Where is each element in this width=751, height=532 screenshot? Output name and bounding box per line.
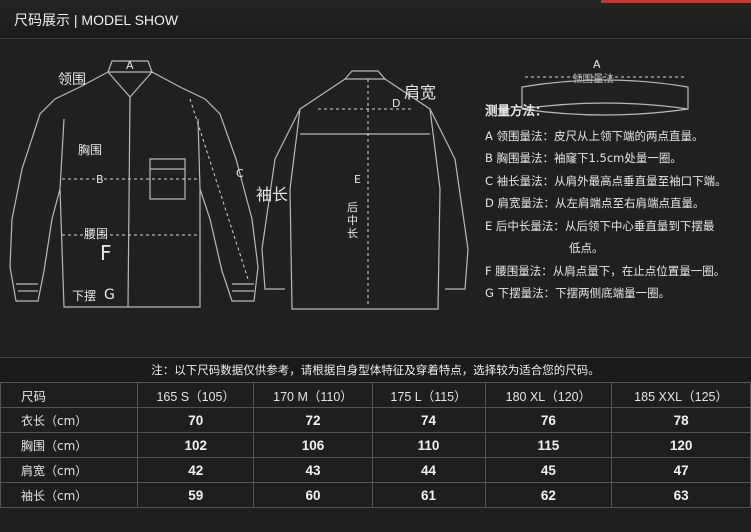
table-cell: 115 <box>484 432 613 458</box>
label-g: G <box>104 287 115 303</box>
instruction-step-a: A 领围量法：皮尺从上领下端的两点直量。 <box>485 128 704 143</box>
right-cuff <box>232 283 254 292</box>
instruction-step-e-cont: 低点。 <box>569 241 604 255</box>
front-yoke-left <box>59 118 201 190</box>
instruction-step-d: D 肩宽量法：从左肩端点至右肩端点直量。 <box>485 196 705 210</box>
page-title: 尺码展示 | MODEL SHOW <box>14 12 179 28</box>
label-c: C <box>236 167 244 180</box>
header-cell: 尺码 <box>0 382 138 408</box>
table-cell: 70 <box>136 407 255 433</box>
measurement-diagram: 领围 A 胸围 B 腰围 F 下摆 G C 袖长 肩宽 D E 后中长 A 领围… <box>0 39 751 357</box>
label-b: B <box>96 173 104 186</box>
row-label: 袖长（cm） <box>0 482 138 508</box>
label-collar: 领围 <box>58 72 86 88</box>
label-waist: 腰围 <box>84 227 109 241</box>
table-cell: 76 <box>484 407 613 433</box>
instruction-step-g: G 下摆量法：下摆两侧底端量一圈。 <box>485 286 671 300</box>
size-table-header: 尺码 165 S（105） 170 M（110） 175 L（115） 180 … <box>0 382 751 408</box>
label-f: F <box>100 241 112 265</box>
header-accent <box>601 0 751 3</box>
table-row: 衣长（cm） 70 72 74 76 78 <box>0 407 751 433</box>
front-shirt-outline <box>9 71 259 308</box>
header-cell: 170 M（110） <box>253 382 373 408</box>
size-table: 尺码 165 S（105） 170 M（110） 175 L（115） 180 … <box>0 382 751 508</box>
size-note: 注：以下尺码数据仅供参考，请根据自身型体特征及穿着特点，选择较为适合您的尺码。 <box>0 357 751 383</box>
instructions-title: 测量方法： <box>485 103 548 118</box>
shirt-illustration <box>9 60 689 310</box>
row-label: 肩宽（cm） <box>0 457 138 483</box>
table-cell: 110 <box>371 432 486 458</box>
table-cell: 47 <box>611 457 751 483</box>
table-cell: 45 <box>484 457 613 483</box>
label-hem: 下摆 <box>72 289 97 303</box>
label-sleeve: 袖长 <box>256 185 289 204</box>
instruction-step-b: B 胸围量法：袖窿下1.5cm处量一圈。 <box>485 151 682 165</box>
table-cell: 102 <box>136 432 255 458</box>
table-cell: 120 <box>611 432 751 458</box>
table-cell: 43 <box>253 457 373 483</box>
label-d: D <box>392 97 401 110</box>
table-cell: 59 <box>136 482 255 508</box>
table-cell: 60 <box>253 482 373 508</box>
left-cuff <box>16 283 38 292</box>
row-label: 衣长（cm） <box>0 407 138 433</box>
table-row: 胸围（cm） 102 106 110 115 120 <box>0 432 751 458</box>
header-cell: 175 L（115） <box>371 382 486 408</box>
instruction-step-e: E 后中长量法：从后领下中心垂直量到下摆最 <box>485 218 715 233</box>
label-e: E <box>354 173 361 186</box>
measurement-instructions: 测量方法： A 领围量法：皮尺从上领下端的两点直量。 B 胸围量法：袖窿下1.5… <box>485 100 747 305</box>
collar-method-label: 领围量法 <box>572 73 614 85</box>
label-chest: 胸围 <box>78 143 103 157</box>
header-cell: 180 XL（120） <box>484 382 613 408</box>
back-sleeves <box>261 108 469 290</box>
label-a: A <box>126 59 134 72</box>
table-cell: 72 <box>253 407 373 433</box>
table-cell: 106 <box>253 432 373 458</box>
table-cell: 74 <box>371 407 486 433</box>
back-shirt-outline <box>289 78 441 310</box>
table-cell: 61 <box>371 482 486 508</box>
table-row: 袖长（cm） 59 60 61 62 63 <box>0 482 751 508</box>
collar-band <box>521 79 689 116</box>
front-collar <box>107 60 153 308</box>
row-label: 胸围（cm） <box>0 432 138 458</box>
label-shoulder: 肩宽 <box>404 83 437 102</box>
header-bar: 尺码展示 | MODEL SHOW <box>0 0 751 39</box>
sleeve-measure-line <box>189 98 249 280</box>
table-cell: 44 <box>371 457 486 483</box>
header-cell: 165 S（105） <box>136 382 255 408</box>
table-cell: 78 <box>611 407 751 433</box>
table-cell: 42 <box>136 457 255 483</box>
collar-label-a: A <box>593 58 601 71</box>
chest-pocket <box>149 158 186 200</box>
header-cell: 185 XXL（125） <box>611 382 751 408</box>
label-back-length: 后中长 <box>347 201 358 240</box>
table-cell: 62 <box>484 482 613 508</box>
table-row: 肩宽（cm） 42 43 44 45 47 <box>0 457 751 483</box>
instruction-step-c: C 袖长量法：从肩外最高点垂直量至袖口下端。 <box>485 173 727 188</box>
back-collar <box>344 70 386 80</box>
instruction-step-f: F 腰围量法：从肩点量下，在止点位置量一圈。 <box>485 263 726 278</box>
table-cell: 63 <box>611 482 751 508</box>
